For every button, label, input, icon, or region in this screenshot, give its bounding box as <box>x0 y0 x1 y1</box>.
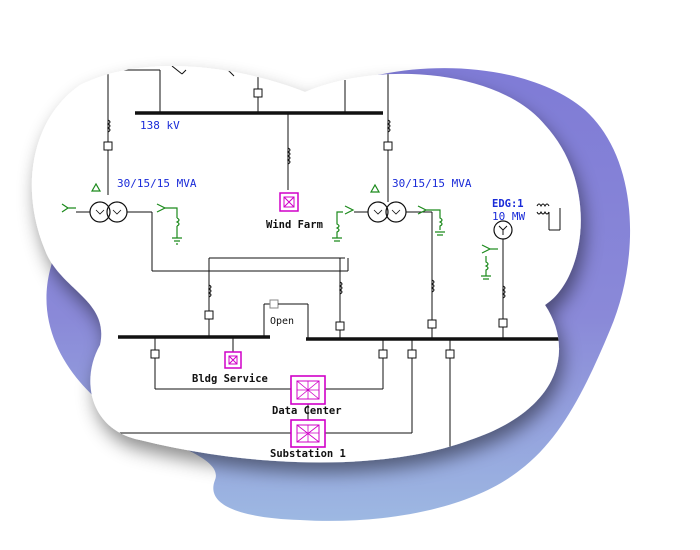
breaker-edg[interactable] <box>498 318 508 328</box>
breaker-far-feeder[interactable] <box>445 349 455 359</box>
transformer-left-winding-icon <box>95 209 122 215</box>
bus-voltage-label: 138 kV <box>140 119 180 132</box>
switch-mid-right[interactable] <box>338 281 343 295</box>
breaker-substation[interactable] <box>407 349 417 359</box>
wind-farm-load-icon[interactable] <box>279 192 299 212</box>
transformer-right-winding-icon <box>373 209 401 215</box>
data-center-load-icon[interactable] <box>290 375 326 405</box>
data-center-label: Data Center <box>272 405 342 417</box>
wind-farm-label: Wind Farm <box>266 219 323 231</box>
ground-right-a <box>332 205 355 242</box>
bldg-service-label: Bldg Service <box>192 373 268 385</box>
tie-breaker-open[interactable] <box>263 299 309 339</box>
breaker-datacenter[interactable] <box>378 349 388 359</box>
switch-mid-left[interactable] <box>207 284 212 298</box>
lower-feeders <box>110 337 451 450</box>
generator-rating: 10 MW <box>492 210 525 223</box>
delta-right-icon <box>369 183 381 193</box>
breaker-mid-432[interactable] <box>427 319 437 329</box>
bldg-service-load-icon[interactable] <box>224 351 242 369</box>
substation-load-icon[interactable] <box>290 419 326 448</box>
switch-edg[interactable] <box>501 285 506 299</box>
breaker-top-right[interactable] <box>383 141 393 151</box>
switch-left-upper[interactable] <box>106 119 111 133</box>
switch-windfarm[interactable] <box>286 147 291 165</box>
tie-breaker-state: Open <box>270 316 294 327</box>
ground-right-b <box>417 205 445 236</box>
delta-left-icon <box>90 182 102 192</box>
diagram-card <box>31 66 581 463</box>
breaker-bldg[interactable] <box>150 349 160 359</box>
breaker-top-left[interactable] <box>103 141 113 151</box>
ground-edg <box>481 244 498 280</box>
breaker-mid-right[interactable] <box>335 321 345 331</box>
transformer-right-rating: 30/15/15 MVA <box>392 177 472 190</box>
switch-right-upper[interactable] <box>386 119 391 133</box>
transformer-left-rating: 30/15/15 MVA <box>117 177 197 190</box>
generator-id: EDG:1 <box>492 198 524 210</box>
ground-left <box>156 203 182 245</box>
breaker-mid-left[interactable] <box>204 310 214 320</box>
breaker-top-center[interactable] <box>253 88 263 98</box>
substation-label: Substation 1 <box>270 448 346 460</box>
transformer-far-right <box>536 203 561 231</box>
switch-mid-432[interactable] <box>430 279 435 293</box>
wye-left-icon <box>61 203 76 213</box>
